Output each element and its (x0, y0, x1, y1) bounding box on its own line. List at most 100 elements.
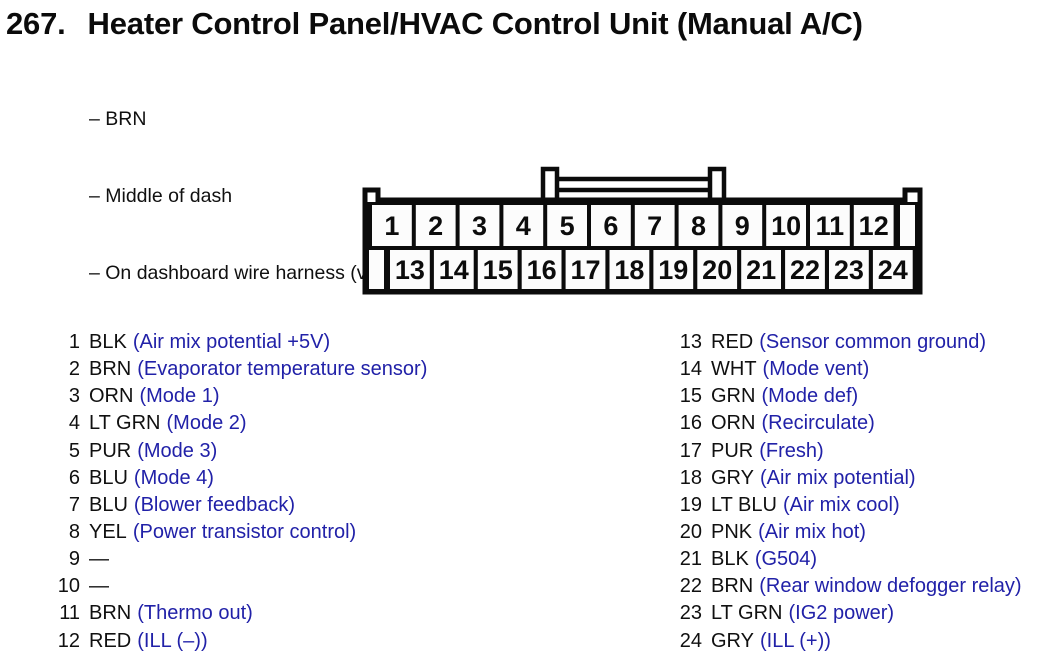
section-title: Heater Control Panel/HVAC Control Unit (… (87, 6, 863, 41)
pin-cell-number: 7 (647, 211, 662, 241)
pin-wire-color: GRN (711, 385, 756, 408)
pin-cell (829, 250, 869, 289)
pin-cell-number: 5 (560, 211, 575, 241)
pin-cell (415, 205, 456, 246)
pin-cell-number: 24 (878, 255, 908, 285)
pin-cell-number: 9 (735, 211, 750, 241)
pin-number: 15 (679, 385, 702, 408)
pin-number: 11 (59, 602, 80, 625)
pin-cell-number: 4 (516, 211, 531, 241)
pin-number: 7 (68, 493, 80, 516)
pin-number: 22 (679, 575, 702, 598)
pin-cell-number: 8 (691, 211, 706, 241)
pin-cell (521, 250, 562, 289)
pin-wire-color: BRN (711, 575, 754, 598)
pin-cell (853, 205, 894, 246)
pin-number: 2 (68, 358, 80, 381)
pin-function: (Air mix potential +5V) (132, 331, 331, 353)
page-title: 267. Heater Control Panel/HVAC Control U… (6, 6, 863, 42)
pin-cell-number: 2 (428, 211, 443, 241)
pin-function: (ILL (–)) (137, 629, 208, 652)
pin-cell (741, 250, 781, 289)
pin-function: (Air mix cool) (782, 493, 900, 516)
pin-function: (Power transistor control) (132, 520, 357, 543)
pin-cell-number: 17 (570, 255, 600, 285)
pin-cell (547, 205, 587, 246)
pin-number: 19 (679, 493, 702, 516)
pin-number: 13 (679, 331, 702, 353)
pin-cell-number: 12 (859, 211, 889, 241)
pin-function: (Mode 4) (133, 466, 214, 489)
pin-cell-number: 3 (472, 211, 487, 241)
pin-cell (459, 205, 500, 246)
pin-number: 23 (679, 602, 702, 625)
pin-function: (Mode 2) (166, 412, 247, 435)
pin-cell-number: 13 (395, 255, 425, 285)
pin-number: 21 (679, 548, 702, 571)
pin-number: 4 (68, 412, 80, 435)
pin-cell (766, 205, 806, 246)
pin-wire-color: BLU (89, 493, 128, 516)
pin-function: (G504) (754, 548, 818, 571)
pin-cell (634, 205, 675, 246)
pin-wire-color: YEL (89, 520, 127, 543)
pin-cell-number: 19 (658, 255, 688, 285)
pin-cell-number: 6 (603, 211, 618, 241)
pin-wire-color: GRY (711, 629, 754, 652)
pin-function: (Rear window defogger relay) (759, 575, 1022, 598)
note-line: – Middle of dash (89, 184, 233, 207)
pin-function: (Air mix hot) (758, 520, 866, 543)
pin-wire-color: BLK (711, 548, 749, 571)
pin-function: (Mode vent) (762, 358, 870, 381)
pin-wire-color: WHT (711, 358, 757, 381)
pin-cell (591, 205, 631, 246)
pin-wire-color: LT GRN (711, 602, 783, 625)
pin-wire-color: PNK (711, 520, 753, 543)
pin-cell-number: 16 (527, 255, 557, 285)
pin-row: 8 YEL(Power transistor control) (38, 519, 427, 546)
pin-wire-color: PUR (711, 439, 754, 462)
pin-wire-color: PUR (89, 439, 132, 462)
pin-row: 10— (38, 573, 427, 600)
pin-wire-color: RED (89, 629, 132, 652)
pin-cell (810, 205, 850, 246)
pin-function: (Mode 1) (139, 385, 220, 408)
pin-row: 6 BLU(Mode 4) (38, 465, 427, 492)
pin-wire-color: BLU (89, 466, 128, 489)
pin-function: (Sensor common ground) (759, 331, 987, 353)
pin-number: 6 (68, 466, 80, 489)
note-line: – BRN (89, 107, 147, 130)
pin-wire-color: — (89, 575, 109, 598)
pin-cell (565, 250, 606, 289)
pin-number: 17 (679, 439, 702, 462)
pin-cell (872, 250, 913, 289)
pin-cell-number: 15 (483, 255, 513, 285)
section-number: 267. (6, 6, 66, 41)
pin-wire-color: BRN (89, 358, 132, 381)
pin-cell-number: 22 (790, 255, 820, 285)
pin-row: 21 BLK(G504) (660, 546, 1022, 573)
pin-number: 8 (68, 520, 80, 543)
pin-number: 12 (57, 629, 80, 652)
pin-wire-color: ORN (89, 385, 134, 408)
latch-bar (547, 176, 720, 193)
blank-cell-bottom-left (369, 250, 384, 289)
blank-cell-top-right (900, 205, 915, 246)
pin-number: 16 (679, 412, 702, 435)
pin-cell (722, 205, 763, 246)
pin-cell-number: 1 (384, 211, 399, 241)
pin-number: 14 (679, 358, 702, 381)
pin-function: (Thermo out) (137, 602, 253, 625)
